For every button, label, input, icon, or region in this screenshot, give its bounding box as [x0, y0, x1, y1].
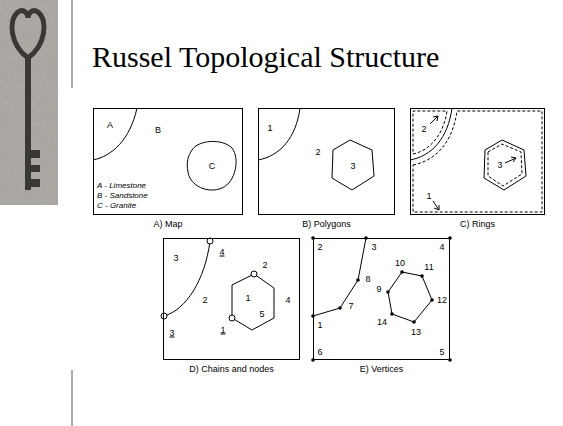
rule-line — [72, 0, 73, 88]
panel-caption: D) Chains and nodes — [189, 365, 274, 374]
map-panel: B) Polygons — [258, 108, 395, 215]
legend-line: B - Sandstone — [97, 192, 148, 200]
panel-caption: A) Map — [153, 220, 182, 229]
callout-number: 2 — [202, 296, 207, 305]
callout-number: 4 — [285, 296, 290, 305]
boundary-line — [484, 140, 526, 190]
vertex-dot — [356, 278, 360, 282]
key-bit — [31, 179, 40, 187]
callout-number: C — [209, 162, 216, 171]
vertex-dot — [386, 290, 390, 294]
callout-number: 1 — [317, 321, 322, 330]
vertex-dot — [448, 358, 452, 362]
callout-number: 9 — [376, 285, 381, 294]
vertex-dot — [412, 320, 416, 324]
chain-line — [388, 272, 432, 322]
node-circle — [229, 315, 235, 321]
boundary-line — [187, 141, 236, 190]
vertex-dot — [430, 298, 434, 302]
ring-line — [413, 111, 542, 212]
map-panel: D) Chains and nodes — [163, 238, 300, 360]
callout-number: 2 — [317, 243, 322, 252]
callout-number: 2 — [262, 261, 267, 270]
node-circle — [251, 271, 257, 277]
boundary-line — [93, 108, 137, 160]
callout-number: 5 — [259, 310, 264, 319]
vertex-dot — [400, 270, 404, 274]
callout-number: 6 — [317, 348, 322, 357]
stone-texture — [0, 0, 58, 205]
leader-line — [433, 201, 439, 210]
chain-line — [313, 238, 366, 316]
leader-line — [505, 158, 516, 163]
map-panel: E) Vertices — [313, 238, 450, 360]
legend-line: A - Limestone — [97, 182, 146, 190]
slide-title: Russel Topological Structure — [92, 42, 439, 72]
callout-number: 14 — [377, 318, 387, 327]
vertex-dot — [390, 312, 394, 316]
chain-line — [164, 238, 210, 316]
callout-number: 7 — [348, 302, 353, 311]
key-shaft — [25, 58, 31, 190]
callout-number: 10 — [395, 259, 405, 268]
panel-caption: B) Polygons — [302, 220, 351, 229]
callout-number: 4 — [439, 243, 444, 252]
boundary-line — [410, 108, 452, 160]
rule-line — [72, 370, 73, 426]
node-circle — [161, 313, 167, 319]
callout-number: 12 — [437, 296, 447, 305]
ring-line — [413, 111, 447, 154]
callout-number: 2 — [421, 125, 426, 134]
panel-caption: C) Rings — [460, 220, 495, 229]
panel-caption: E) Vertices — [360, 365, 404, 374]
callout-number: 1 — [267, 124, 272, 133]
key-bit — [31, 150, 40, 158]
callout-number: 4 — [219, 248, 224, 257]
key-handle — [12, 11, 44, 58]
boundary-line — [258, 108, 300, 160]
callout-number: 1 — [220, 326, 225, 335]
callout-number: B — [155, 126, 161, 135]
callout-number: 3 — [497, 161, 502, 170]
arrow-head — [434, 205, 439, 210]
callout-number: 3 — [169, 329, 174, 338]
callout-number: 11 — [424, 263, 433, 272]
callout-number: A — [107, 121, 113, 130]
boundary-line — [332, 140, 374, 190]
callout-number: 1 — [426, 192, 431, 201]
key-bit — [31, 165, 40, 172]
callout-number: 3 — [173, 254, 178, 263]
callout-number: 5 — [439, 348, 444, 357]
arrow-head — [433, 116, 438, 121]
callout-number: 2 — [315, 148, 320, 157]
callout-number: 3 — [371, 243, 376, 252]
vertex-dot — [420, 274, 424, 278]
callout-number: 3 — [350, 162, 355, 171]
callout-number: 1 — [245, 294, 250, 303]
vertex-dot — [338, 306, 342, 310]
leader-line — [430, 116, 438, 124]
callout-number: 13 — [411, 328, 421, 337]
arrow-head — [511, 157, 516, 162]
callout-number: 8 — [365, 275, 370, 284]
stone-ground — [0, 0, 58, 205]
chain-line — [232, 274, 274, 330]
legend-line: C - Granite — [97, 202, 136, 210]
ring-line — [488, 144, 522, 186]
